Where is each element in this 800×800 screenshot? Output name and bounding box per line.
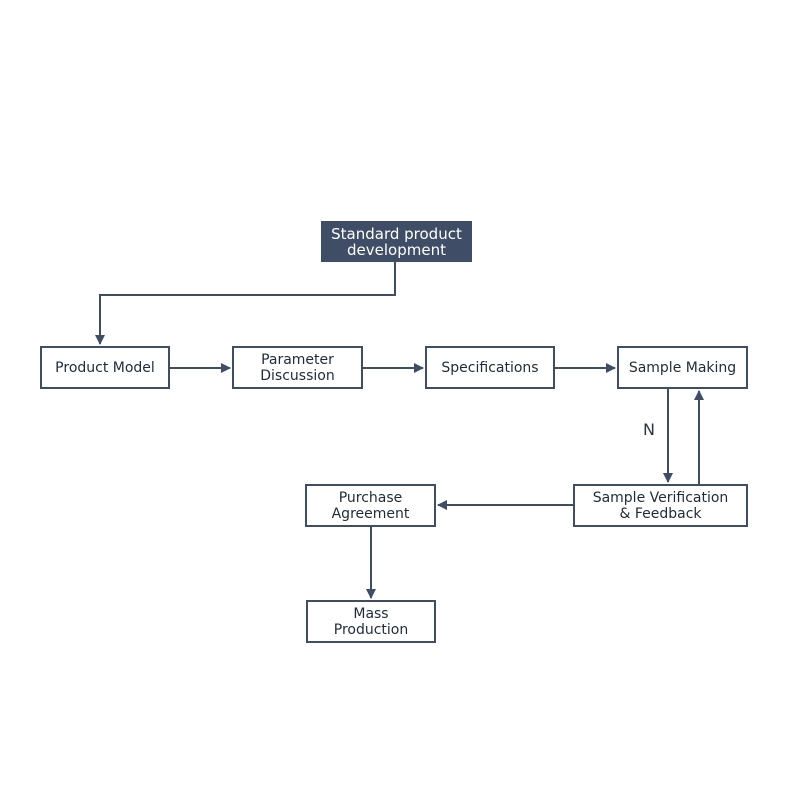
node-sample-verification-feedback: Sample Verification & Feedback xyxy=(573,484,748,527)
node-specifications: Specifications xyxy=(425,346,555,389)
edge-label-no: N xyxy=(643,420,655,439)
node-standard-product-development: Standard product development xyxy=(321,221,472,262)
node-mass-production: Mass Production xyxy=(306,600,436,643)
node-purchase-agreement: Purchase Agreement xyxy=(305,484,436,527)
node-parameter-discussion: Parameter Discussion xyxy=(232,346,363,389)
connector-standard-to-product-model xyxy=(95,262,396,345)
node-product-model: Product Model xyxy=(40,346,170,389)
node-sample-making: Sample Making xyxy=(617,346,748,389)
